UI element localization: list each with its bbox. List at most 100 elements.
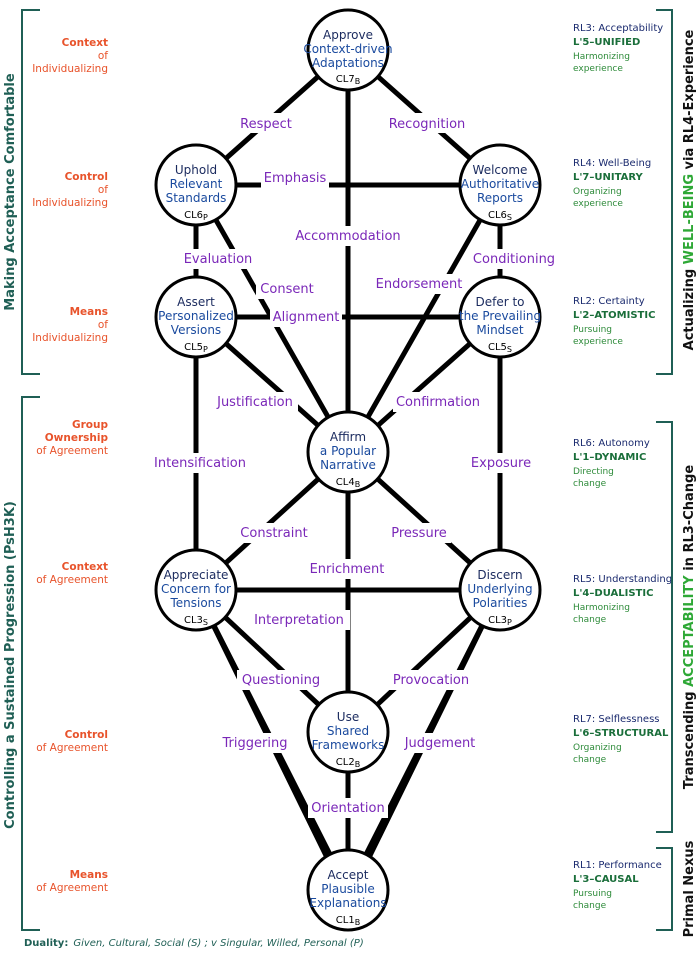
edge-label-confirmation: Confirmation [396,395,480,410]
left-row4-rest: of Agreement [36,445,108,457]
node-cl5s-line2: the Prevailing [459,309,541,323]
node-cl7-line1: Approve [323,28,373,42]
left-row6-bold: Control [65,729,108,741]
rl7-d1: Organizing [573,743,622,753]
svg-text:CL4B: CL4B [336,477,360,489]
right-rl6: RL6: Autonomy L'1–DYNAMIC Directing chan… [573,438,650,489]
node-cl6p-code: CL6 [184,210,203,221]
left-row2-bold: Control [65,171,108,183]
node-cl3s: Appreciate Concern for Tensions CL3S [154,548,238,632]
left-row1-rest1: of [98,50,108,62]
node-cl3s-sub: S [203,618,208,627]
node-cl6p-sub: P [203,213,208,222]
left-row1-rest2: Individualizing [32,63,108,75]
node-cl6s-code: CL6 [488,210,507,221]
node-cl4: Affirm a Popular Narrative CL4B [306,410,390,494]
rl6-level: L'1–DYNAMIC [573,452,646,463]
left-row7-bold: Means [70,869,108,881]
node-cl5p-sub: P [203,345,208,354]
edge-label-constraint: Constraint [240,526,307,541]
rl6-d2: change [573,479,607,489]
rl4-level: L'7–UNITARY [573,172,644,183]
svg-text:CL2B: CL2B [336,757,360,769]
right-bracket-bottom [656,847,673,931]
node-cl3s-line3: Tensions [169,596,221,610]
node-cl2-line2: Shared [327,724,369,738]
node-cl6p-line3: Standards [166,191,227,205]
left-bracket-top-label: Making Acceptance Comfortable [3,73,18,311]
svg-text:CL6P: CL6P [184,210,208,222]
edge-label-consent: Consent [260,282,313,297]
nodes: Approve Context-driven Adaptations CL7B … [154,8,542,932]
node-cl4-line1: Affirm [330,430,366,444]
node-cl2-code: CL2 [336,757,355,768]
node-cl3s-line1: Appreciate [164,568,229,582]
rl2-level: L'2–ATOMISTIC [573,310,655,321]
svg-text:CL3P: CL3P [488,615,512,627]
node-cl3p-line3: Polarities [473,596,528,610]
node-cl3p-sub: P [507,618,512,627]
node-cl4-line3: Narrative [320,458,376,472]
right-bracket-middle [656,421,673,833]
node-cl5s-line1: Defer to [475,295,524,309]
node-cl5p-line2: Personalized [158,309,234,323]
rl1-head: RL1: Performance [573,860,662,871]
node-cl5p-code: CL5 [184,342,203,353]
node-cl1-line3: Explanations [309,896,386,910]
rl3-head: RL3: Acceptability [573,23,663,34]
left-labels: Context of Individualizing Control of In… [32,37,108,894]
rl4-head: RL4: Well-Being [573,158,651,169]
svg-text:CL5S: CL5S [488,342,512,354]
node-cl7-line3: Adaptations [312,56,384,70]
right-bracket-top-label: Actualizing WELL-BEING via RL4-Experienc… [682,29,697,350]
node-cl6s-sub: S [507,213,512,222]
rl3-d1: Harmonizing [573,52,630,62]
edge-label-justification: Justification [216,395,293,410]
rl4-d1: Organizing [573,187,622,197]
right-rl3: RL3: Acceptability L'5–UNIFIED Harmonizi… [573,23,663,74]
left-row3-rest2: Individualizing [32,332,108,344]
right-middle-post: in RL3-Change [682,465,697,576]
rl7-d2: change [573,755,607,765]
node-cl7-sub: B [355,77,361,86]
footer-line: Duality: Given, Cultural, Social (S) ; v … [24,938,364,949]
left-row4-bold1: Group [72,419,108,431]
node-cl4-code: CL4 [336,477,355,488]
right-rl5: RL5: Understanding L'4–DUALISTIC Harmoni… [573,574,672,625]
left-row3-rest1: of [98,319,108,331]
edge-label-interpretation: Interpretation [254,613,344,628]
left-row3-bold: Means [70,306,108,318]
svg-text:CL5P: CL5P [184,342,208,354]
node-cl5p: Assert Personalized Versions CL5P [154,275,238,359]
svg-text:CL3S: CL3S [184,615,208,627]
footer-label: Duality: [24,938,68,949]
node-cl2-sub: B [355,760,361,769]
edge-label-questioning: Questioning [242,673,320,688]
right-top-accent: WELL-BEING [682,174,697,264]
node-cl1-sub: B [355,918,361,927]
edge-label-respect: Respect [240,117,292,132]
edge-label-evaluation: Evaluation [184,252,253,267]
node-cl2: Use Shared Frameworks CL2B [306,690,390,774]
edge-labels: Respect Recognition Emphasis Accommodati… [150,113,560,818]
left-bracket-top [21,9,40,375]
edge-label-recognition: Recognition [389,117,466,132]
left-row6-rest: of Agreement [36,742,108,754]
left-brackets: Making Acceptance Comfortable Controllin… [3,9,40,931]
right-rl4: RL4: Well-Being L'7–UNITARY Organizing e… [573,158,651,209]
edge-label-exposure: Exposure [471,456,531,471]
left-row2-rest2: Individualizing [32,197,108,209]
node-cl7-line2: Context-driven [303,42,392,56]
edge-label-pressure: Pressure [391,526,447,541]
rl6-d1: Directing [573,467,614,477]
edge-label-triggering: Triggering [222,736,288,751]
left-bracket-bottom [21,396,40,931]
node-cl1-line2: Plausible [321,882,374,896]
node-cl7-code: CL7 [336,74,355,85]
node-cl4-sub: B [355,480,361,489]
rl5-d2: change [573,615,607,625]
node-cl3p-code: CL3 [488,615,507,626]
footer-text: Given, Cultural, Social (S) ; v Singular… [73,938,363,949]
node-cl1: Accept Plausible Explanations CL1B [306,848,390,932]
